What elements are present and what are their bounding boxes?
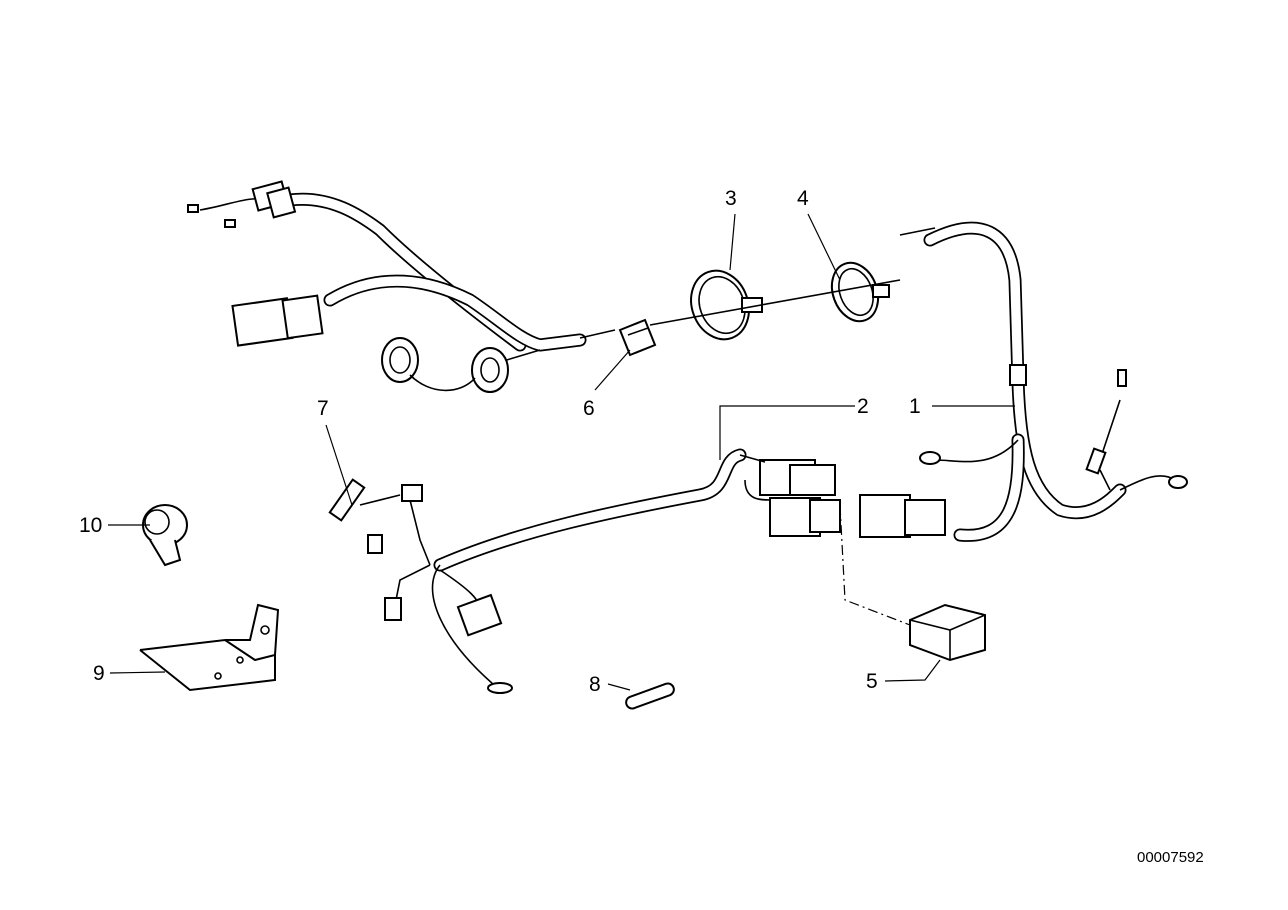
callout-7: 7 — [317, 397, 329, 420]
document-id: 00007592 — [1137, 849, 1204, 866]
callout-9: 9 — [93, 662, 105, 685]
grommet-6 — [618, 318, 657, 357]
lower-harness — [367, 448, 841, 694]
callout-3: 3 — [725, 187, 737, 210]
callout-8: 8 — [589, 673, 601, 696]
bracket-9 — [139, 603, 280, 692]
main-harness-1 — [859, 221, 1188, 542]
callout-1: 1 — [909, 395, 921, 418]
fuse-8 — [625, 682, 675, 710]
callout-4: 4 — [797, 187, 809, 210]
clamp-3 — [690, 269, 763, 341]
leader-lines — [108, 213, 1015, 691]
callout-2: 2 — [857, 395, 869, 418]
fuse-holder-7 — [328, 478, 401, 522]
callout-6: 6 — [583, 397, 595, 420]
callout-10: 10 — [79, 514, 103, 537]
clip-10 — [142, 504, 188, 567]
relay-5 — [839, 504, 986, 662]
upper-harness — [187, 180, 616, 393]
callout-5: 5 — [866, 670, 878, 693]
centerline — [649, 279, 901, 326]
